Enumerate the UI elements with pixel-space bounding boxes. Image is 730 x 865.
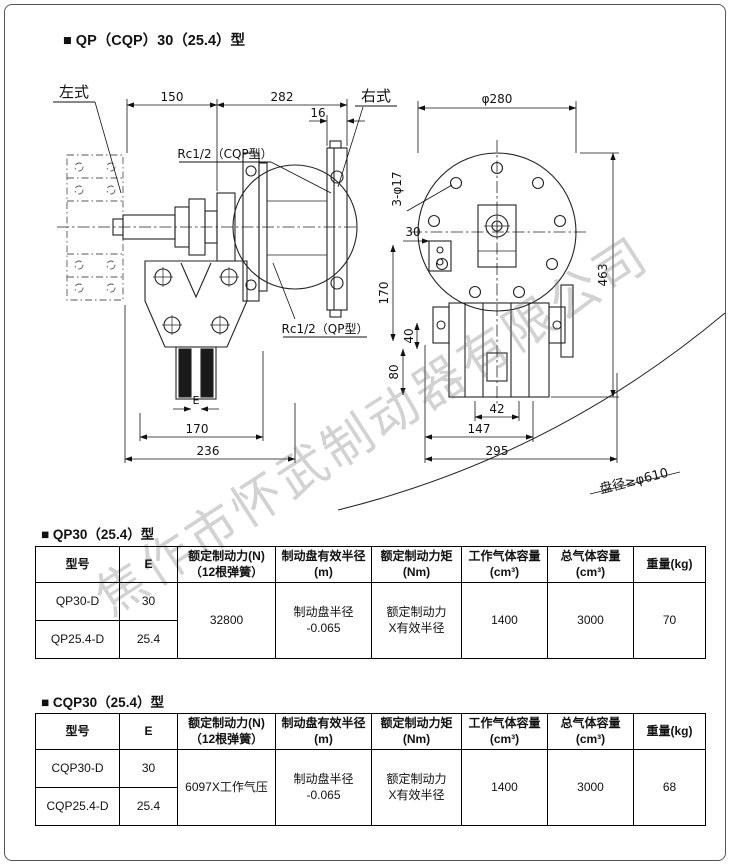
cell-e-value: 30 <box>119 749 178 789</box>
right-type-label: 右式 <box>361 87 391 105</box>
dim-16: 16 <box>310 106 325 120</box>
cell-effective-radius: 制动盘半径 -0.065 <box>275 749 372 827</box>
disc-diameter-label: 盘径≥φ610 <box>598 465 670 498</box>
left-view <box>57 140 358 400</box>
cell-torque: 额定制动力 X有效半径 <box>371 582 462 660</box>
brake-pads <box>175 346 217 400</box>
dim-282: 282 <box>271 90 294 104</box>
dim-42: 42 <box>489 402 504 416</box>
header-total-volume: 总气体容量 (cm³) <box>547 712 634 751</box>
dim-463: 463 <box>596 264 610 287</box>
rc-qp-label: Rc1/2（QP型） <box>282 322 369 336</box>
air-port-block <box>428 240 452 272</box>
cell-weight: 68 <box>633 749 706 827</box>
cell-weight: 70 <box>633 582 706 660</box>
dim-e: E <box>193 394 200 407</box>
header-model: 型号 <box>35 712 120 751</box>
table-row: QP30-D 30 32800 制动盘半径 -0.065 额定制动力 X有效半径… <box>35 582 706 660</box>
technical-drawing: 左式 右式 150 282 16 Rc1/2（CQP型） Rc1/2（QP型） … <box>53 83 725 511</box>
header-effective-radius: 制动盘有效半径 (m) <box>275 712 372 751</box>
dim-147: 147 <box>468 422 491 436</box>
header-row: 型号 E 额定制动力(N) （12根弹簧） 制动盘有效半径 (m) 额定制动力矩… <box>35 545 706 584</box>
ghost-coupling <box>66 154 124 301</box>
left-view-dimension-lines <box>53 99 397 463</box>
dim-phi280: φ280 <box>482 92 513 106</box>
cell-model: QP30-D <box>35 582 120 622</box>
header-torque: 额定制动力矩 (Nm) <box>371 712 462 751</box>
dim-170-right: 170 <box>377 282 391 305</box>
dim-3-phi17: 3-φ17 <box>390 171 404 206</box>
drawing-texts: 左式 右式 150 282 16 Rc1/2（CQP型） Rc1/2（QP型） … <box>59 83 670 497</box>
header-working-volume: 工作气体容量 (cm³) <box>461 545 548 584</box>
header-row: 型号 E 额定制动力(N) （12根弹簧） 制动盘有效半径 (m) 额定制动力矩… <box>35 712 706 751</box>
cylinder-housing <box>232 164 358 290</box>
cell-model: CQP25.4-D <box>35 787 120 827</box>
dim-80: 80 <box>387 364 401 379</box>
header-e: E <box>119 712 178 751</box>
header-working-volume: 工作气体容量 (cm³) <box>461 712 548 751</box>
dim-236: 236 <box>197 444 220 458</box>
cell-rated-force: 6097X工作气压 <box>177 749 276 827</box>
dim-170-left: 170 <box>186 422 209 436</box>
right-view-dimension-lines <box>390 101 681 495</box>
page-title: ■ QP（CQP）30（25.4）型 <box>63 33 246 49</box>
left-type-label: 左式 <box>59 83 89 101</box>
caliper-front <box>432 284 574 398</box>
cell-e-value: 30 <box>119 582 178 622</box>
table-row: CQP30-D 30 6097X工作气压 制动盘半径 -0.065 额定制动力 … <box>35 749 706 827</box>
header-weight: 重量(kg) <box>633 545 706 584</box>
bolt-holes <box>427 161 567 299</box>
shaft-assembly <box>112 192 236 262</box>
cell-total-volume: 3000 <box>547 582 634 660</box>
cell-torque: 额定制动力 X有效半径 <box>371 749 462 827</box>
header-total-volume: 总气体容量 (cm³) <box>547 545 634 584</box>
cell-effective-radius: 制动盘半径 -0.065 <box>275 582 372 660</box>
header-effective-radius: 制动盘有效半径 (m) <box>275 545 372 584</box>
section-title-qp30: ■ QP30（25.4）型 <box>41 527 155 542</box>
header-model: 型号 <box>35 545 120 584</box>
hub <box>477 204 517 268</box>
header-e: E <box>119 545 178 584</box>
section-title-cqp30: ■ CQP30（25.4）型 <box>41 695 164 710</box>
dim-150: 150 <box>161 90 184 104</box>
catalog-page: ■ QP（CQP）30（25.4）型 <box>4 4 726 861</box>
spec-table-cqp30: 型号 E 额定制动力(N) （12根弹簧） 制动盘有效半径 (m) 额定制动力矩… <box>35 712 706 827</box>
right-view <box>337 140 725 511</box>
cell-rated-force: 32800 <box>177 582 276 660</box>
cell-model: CQP30-D <box>35 749 120 789</box>
cell-model: QP25.4-D <box>35 620 120 660</box>
right-flange <box>326 140 348 318</box>
header-torque: 额定制动力矩 (Nm) <box>371 545 462 584</box>
cell-e-value: 25.4 <box>119 787 178 827</box>
spec-table-qp30: 型号 E 额定制动力(N) （12根弹簧） 制动盘有效半径 (m) 额定制动力矩… <box>35 545 706 660</box>
header-rated-force: 额定制动力(N) （12根弹簧） <box>177 712 276 751</box>
cell-working-volume: 1400 <box>461 749 548 827</box>
rc-cqp-label: Rc1/2（CQP型） <box>177 147 272 161</box>
mounting-plate <box>242 152 268 302</box>
dim-295: 295 <box>486 444 509 458</box>
caliper-body <box>144 260 248 348</box>
dim-40: 40 <box>402 328 416 343</box>
table-row: CQP25.4-D 25.4 <box>35 787 706 827</box>
flange-circle <box>417 152 577 312</box>
table-row: QP25.4-D 25.4 <box>35 620 706 660</box>
cell-working-volume: 1400 <box>461 582 548 660</box>
cell-total-volume: 3000 <box>547 749 634 827</box>
header-weight: 重量(kg) <box>633 712 706 751</box>
cell-e-value: 25.4 <box>119 620 178 660</box>
header-rated-force: 额定制动力(N) （12根弹簧） <box>177 545 276 584</box>
disc-arc <box>337 312 725 511</box>
dim-30: 30 <box>405 225 420 239</box>
